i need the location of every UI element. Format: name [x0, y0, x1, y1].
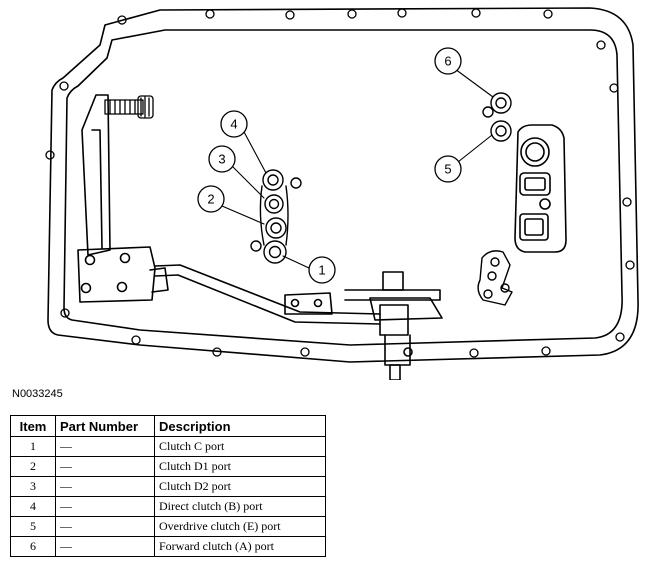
table-header-row: Item Part Number Description	[10, 415, 326, 437]
detent-lever	[344, 271, 443, 380]
table-row: 2 — Clutch D1 port	[10, 456, 326, 477]
cell-description: Clutch D2 port	[154, 476, 326, 497]
cell-item: 3	[10, 476, 56, 497]
solenoid-block	[514, 124, 567, 253]
table-row: 1 — Clutch C port	[10, 436, 326, 457]
callout-5: 5	[434, 155, 462, 183]
table-row: 4 — Direct clutch (B) port	[10, 496, 326, 517]
cell-description: Direct clutch (B) port	[154, 496, 326, 517]
figure-code: N0033245	[12, 388, 63, 400]
bracket-plate	[77, 246, 169, 303]
cell-part-number: —	[55, 536, 155, 557]
adjuster-screw	[104, 95, 154, 119]
transmission-valve-body-diagram: 1 2 3 4 5 6	[45, 7, 639, 380]
callout-1: 1	[308, 256, 336, 284]
cell-description: Clutch D1 port	[154, 456, 326, 477]
cell-part-number: —	[55, 516, 155, 537]
case-inner-outline	[63, 29, 623, 346]
callout-2-label: 2	[207, 192, 214, 207]
table-row: 5 — Overdrive clutch (E) port	[10, 516, 326, 537]
cell-item: 6	[10, 536, 56, 557]
table-row: 6 — Forward clutch (A) port	[10, 536, 326, 557]
right-port-cluster	[482, 92, 512, 142]
lower-right-ports	[477, 250, 513, 306]
linkage-rod	[154, 264, 381, 325]
callout-6: 6	[434, 47, 462, 75]
center-port-cluster	[250, 169, 302, 264]
callout-2: 2	[197, 185, 225, 213]
cell-description: Overdrive clutch (E) port	[154, 516, 326, 537]
cell-part-number: —	[55, 496, 155, 517]
case-bolt-holes	[45, 8, 635, 358]
callout-5-label: 5	[444, 162, 451, 177]
cell-part-number: —	[55, 476, 155, 497]
header-part-number: Part Number	[55, 415, 155, 437]
callout-6-label: 6	[444, 54, 451, 69]
cell-description: Clutch C port	[154, 436, 326, 457]
callout-4: 4	[220, 110, 248, 138]
parts-table: Item Part Number Description 1 — Clutch …	[10, 415, 326, 557]
callout-leaders	[221, 68, 494, 269]
callout-3-label: 3	[218, 152, 225, 167]
callout-1-label: 1	[318, 263, 325, 278]
cell-item: 4	[10, 496, 56, 517]
header-description: Description	[154, 415, 326, 437]
table-row: 3 — Clutch D2 port	[10, 476, 326, 497]
cell-item: 1	[10, 436, 56, 457]
callout-3: 3	[208, 145, 236, 173]
cell-description: Forward clutch (A) port	[154, 536, 326, 557]
cell-part-number: —	[55, 436, 155, 457]
case-outer-outline	[47, 7, 639, 363]
header-item: Item	[10, 415, 56, 437]
lever-arm	[81, 94, 111, 256]
cell-item: 5	[10, 516, 56, 537]
cell-item: 2	[10, 456, 56, 477]
callout-4-label: 4	[230, 117, 237, 132]
cell-part-number: —	[55, 456, 155, 477]
